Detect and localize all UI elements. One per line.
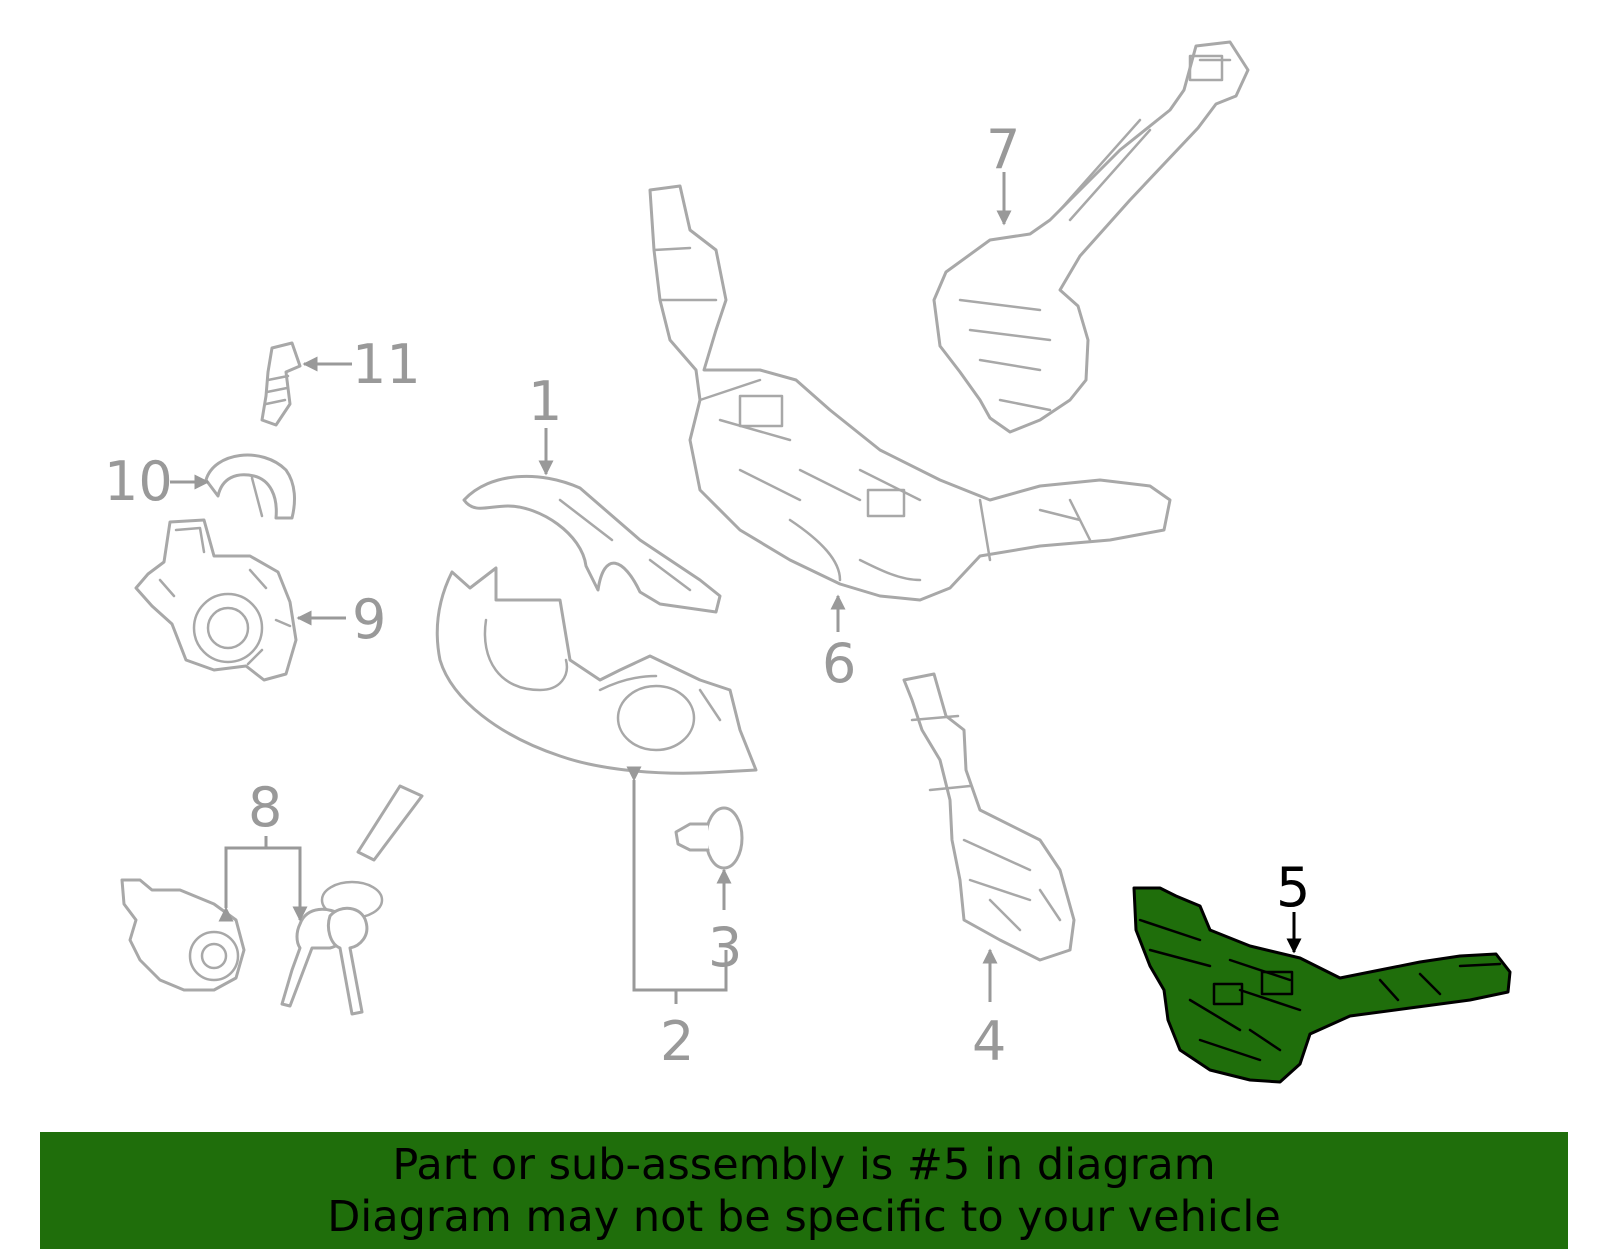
banner-line-2: Diagram may not be specific to your vehi… xyxy=(327,1191,1281,1242)
callout-3: 3 xyxy=(708,868,742,979)
callout-label-10: 10 xyxy=(104,450,173,513)
callout-label-3: 3 xyxy=(708,916,742,979)
callout-7: 7 xyxy=(986,118,1020,226)
part-2-lower-cover[interactable] xyxy=(435,566,758,775)
callout-8: 8 xyxy=(218,776,308,922)
callout-label-7: 7 xyxy=(986,118,1020,181)
info-banner: Part or sub-assembly is #5 in diagram Di… xyxy=(40,1132,1568,1249)
part-10-ring[interactable] xyxy=(204,453,296,520)
callout-4: 4 xyxy=(972,948,1006,1073)
callout-9: 9 xyxy=(296,588,386,651)
part-6-combination-switch[interactable] xyxy=(648,184,1172,602)
callout-label-1: 1 xyxy=(528,370,562,433)
part-7-clock-spring[interactable] xyxy=(932,40,1250,434)
callout-label-8: 8 xyxy=(248,776,282,839)
part-1-upper-cover[interactable] xyxy=(462,474,722,614)
callout-label-6: 6 xyxy=(822,632,856,695)
part-4-wiper-switch[interactable] xyxy=(902,672,1076,962)
callout-label-9: 9 xyxy=(352,588,386,651)
part-8-lock-cylinder[interactable] xyxy=(120,878,246,992)
callout-1: 1 xyxy=(528,370,562,476)
callout-2: 2 xyxy=(626,766,728,1073)
banner-line-1: Part or sub-assembly is #5 in diagram xyxy=(392,1139,1216,1190)
callout-11: 11 xyxy=(302,333,421,396)
part-8-keys[interactable] xyxy=(280,784,424,1016)
callout-10: 10 xyxy=(104,450,210,513)
callout-label-11: 11 xyxy=(352,333,421,396)
part-3-clip[interactable] xyxy=(674,806,744,870)
part-11-sensor[interactable] xyxy=(260,341,302,427)
callout-label-5: 5 xyxy=(1276,856,1310,919)
part-5-turn-signal-switch[interactable] xyxy=(1132,886,1512,1084)
callout-label-2: 2 xyxy=(660,1010,694,1073)
callout-label-4: 4 xyxy=(972,1010,1006,1073)
callout-6: 6 xyxy=(822,594,856,695)
part-9-lock-housing[interactable] xyxy=(134,518,298,682)
callout-5: 5 xyxy=(1276,856,1310,954)
